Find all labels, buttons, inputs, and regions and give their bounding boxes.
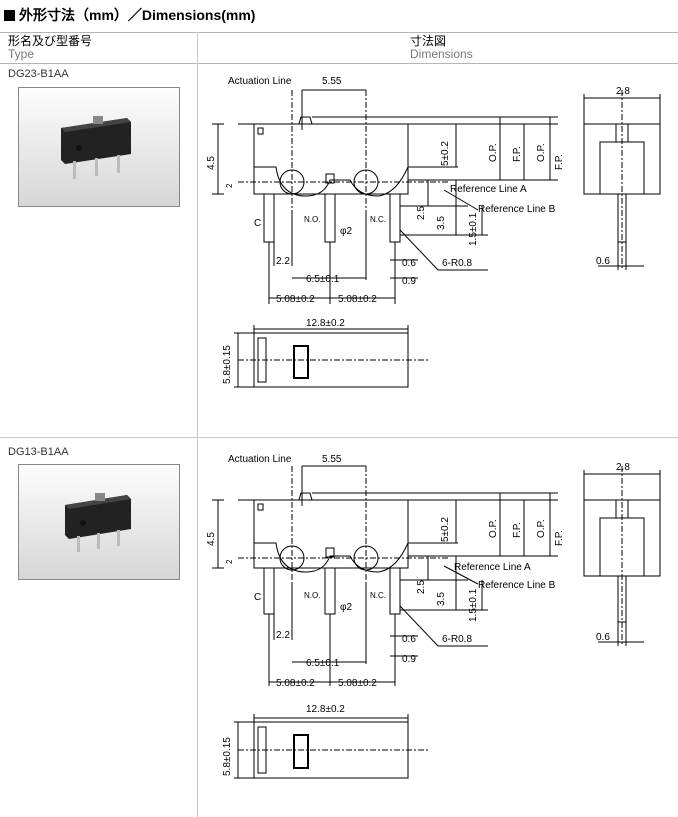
dim-5-0-2-2: 5±0.2: [440, 517, 451, 542]
dim-2-2-2: 2.2: [276, 630, 290, 641]
dim-5-0-2: 5±0.2: [440, 141, 451, 166]
ref-line-a: Reference Line A: [450, 184, 527, 195]
section-title-text: 外形寸法（mm）／Dimensions(mm): [19, 7, 256, 23]
dim-0-6: 0.6: [402, 258, 416, 269]
actuation-line-label-2: Actuation Line: [228, 454, 292, 465]
dimension-drawing-1: Actuation Line 5.55 4.5 2 5±0.2 O.P. F.P…: [206, 76, 661, 388]
dim-5-08-b: 5.08±0.2: [338, 294, 377, 305]
dim-3-5: 3.5: [436, 216, 447, 230]
dim-2-2: 2.2: [276, 256, 290, 267]
square-bullet-icon: [4, 9, 15, 21]
dimensions-header-jp: 寸法図: [410, 34, 447, 48]
dim-2: 2: [225, 183, 234, 188]
switch-photo-2: [18, 464, 180, 580]
switch-photo-1: [18, 87, 180, 207]
model-name-1: DG23-B1AA: [8, 68, 69, 80]
type-column-header: 形名及び型番号 Type: [8, 35, 92, 61]
terminal-no-label-2: N.O.: [304, 591, 320, 600]
op-label-3: O.P.: [488, 519, 499, 538]
op-label-1: O.P.: [488, 143, 499, 162]
dim-5-55: 5.55: [322, 76, 342, 87]
fp-label-2: F.P.: [554, 154, 565, 170]
section-title: 外形寸法（mm）／Dimensions(mm): [4, 6, 255, 24]
type-header-en: Type: [8, 47, 35, 61]
dim-1-5: 1.5±0.1: [468, 212, 479, 246]
terminal-nc-label: N.C.: [370, 215, 386, 224]
dim-0-9-2: 0.9: [402, 654, 416, 665]
dim-2-5: 2.5: [416, 206, 427, 220]
actuation-line-label: Actuation Line: [228, 76, 292, 87]
dim-5-08-a: 5.08±0.2: [276, 294, 315, 305]
op-label-4: O.P.: [536, 519, 547, 538]
fp-label-4: F.P.: [554, 530, 565, 546]
dim-2-2nd: 2: [225, 559, 234, 564]
terminal-nc-label-2: N.C.: [370, 591, 386, 600]
dim-5-8: 5.8±0.15: [222, 345, 233, 384]
dim-12-8-2: 12.8±0.2: [306, 704, 345, 715]
dim-4-5: 4.5: [206, 156, 217, 170]
dim-0-6-2: 0.6: [402, 634, 416, 645]
fp-label-1: F.P.: [512, 146, 523, 162]
phi-2-label: φ2: [340, 226, 352, 237]
dim-0-6-side: 0.6: [596, 256, 610, 267]
dim-5-8-2: 5.8±0.15: [222, 737, 233, 776]
dim-r0-8-2: 6-R0.8: [442, 634, 472, 645]
dim-5-08-a-2: 5.08±0.2: [276, 678, 315, 689]
op-label-2: O.P.: [536, 143, 547, 162]
dim-5-08-b-2: 5.08±0.2: [338, 678, 377, 689]
dim-6-5-2: 6.5±0.1: [306, 658, 340, 669]
type-header-jp: 形名及び型番号: [8, 34, 93, 48]
terminal-c-label-2: C: [254, 592, 261, 603]
row-divider: [0, 437, 678, 438]
dim-r0-8: 6-R0.8: [442, 258, 472, 269]
fp-label-3: F.P.: [512, 522, 523, 538]
dim-4-5-2: 4.5: [206, 532, 217, 546]
dimensions-column-header: 寸法図 Dimensions: [410, 35, 473, 61]
dimension-drawing-2: Actuation Line 5.55 4.5 2 5±0.2 O.P. F.P…: [206, 454, 661, 779]
dim-12-8: 12.8±0.2: [306, 318, 345, 329]
dim-2-8: 2.8: [616, 86, 630, 97]
ref-line-a-2: Reference Line A: [454, 562, 531, 573]
terminal-c-label: C: [254, 218, 261, 229]
dim-3-5-2: 3.5: [436, 592, 447, 606]
terminal-no-label: N.O.: [304, 215, 320, 224]
dim-2-8-2: 2.8: [616, 462, 630, 473]
dim-0-9: 0.9: [402, 276, 416, 287]
column-divider: [197, 32, 198, 817]
dim-6-5: 6.5±0.1: [306, 274, 340, 285]
model-name-2: DG13-B1AA: [8, 446, 69, 458]
dim-0-6-side-2: 0.6: [596, 632, 610, 643]
dimensions-header-en: Dimensions: [410, 47, 473, 61]
dim-1-5-2: 1.5±0.1: [468, 588, 479, 622]
table-header: 形名及び型番号 Type 寸法図 Dimensions: [0, 32, 678, 64]
ref-line-b-2: Reference Line B: [478, 580, 556, 591]
dim-5-55-2: 5.55: [322, 454, 342, 465]
ref-line-b: Reference Line B: [478, 204, 556, 215]
phi-2-label-2: φ2: [340, 602, 352, 613]
dim-2-5-2: 2.5: [416, 580, 427, 594]
